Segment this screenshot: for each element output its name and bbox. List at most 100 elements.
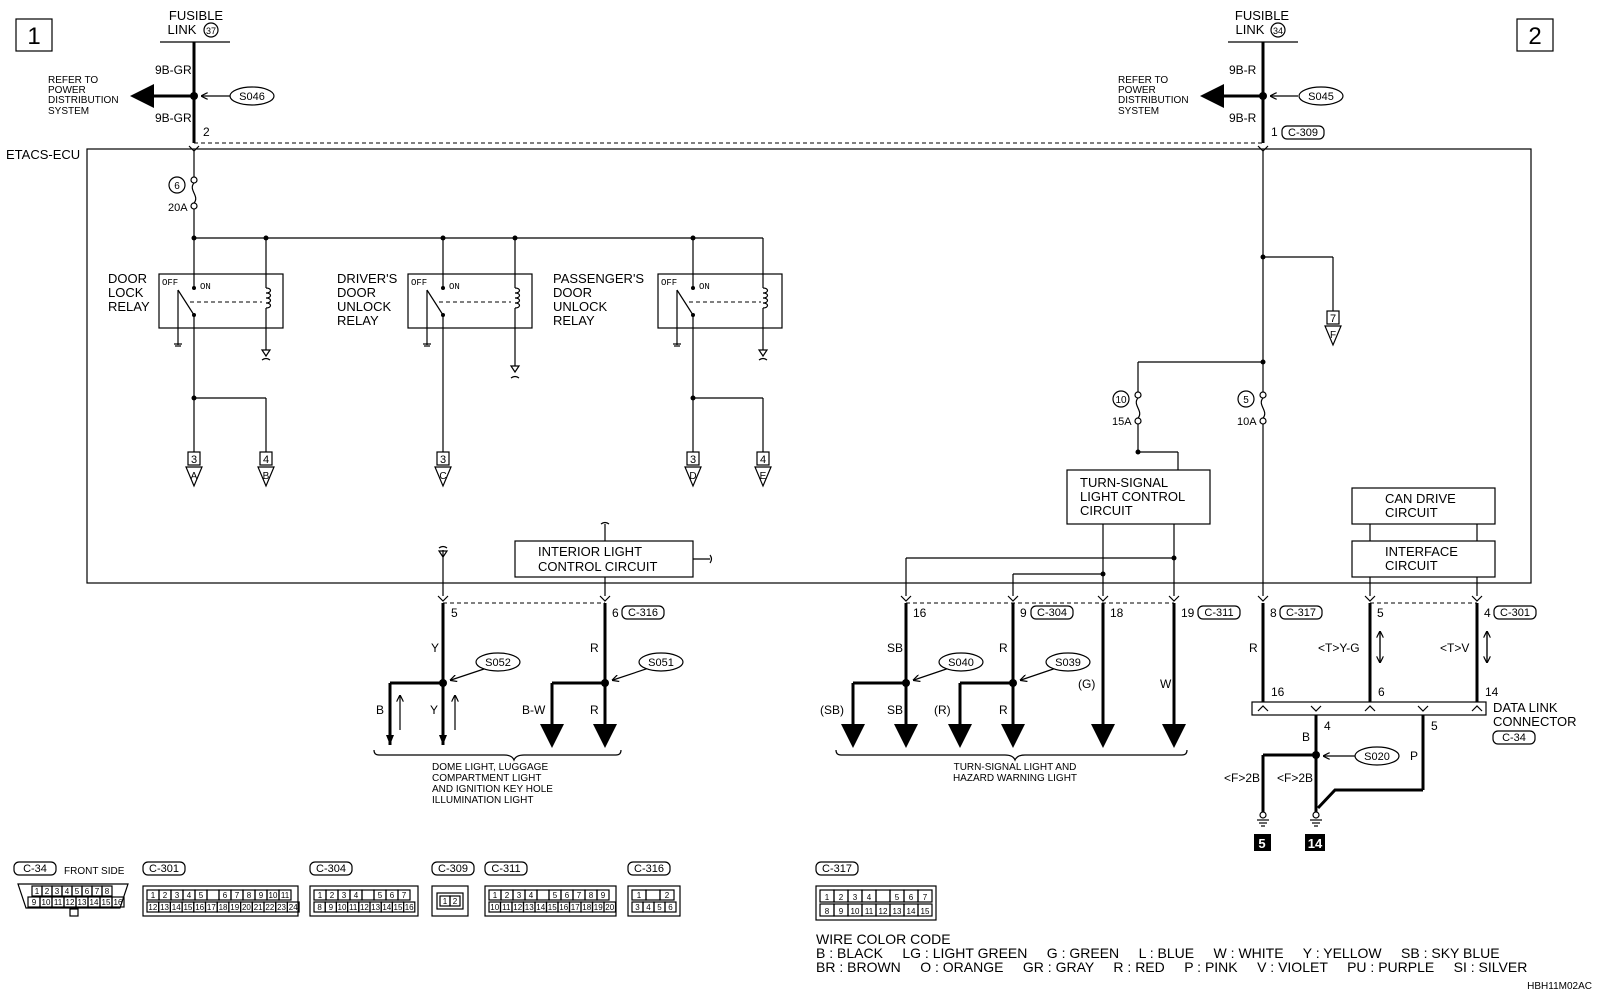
svg-text:A: A [191, 471, 198, 482]
svg-text:RELAY: RELAY [108, 299, 150, 314]
svg-text:OFF: OFF [162, 278, 178, 288]
interior-light-control-circuit: INTERIOR LIGHT CONTROL CIRCUIT [514, 540, 694, 578]
connector-pin-number: 9 [329, 903, 334, 912]
connector-pin-cell [596, 889, 610, 901]
svg-text:3: 3 [440, 454, 446, 466]
connector-pin-number: 12 [513, 903, 522, 912]
svg-text:SYSTEM: SYSTEM [48, 106, 89, 117]
offpage-connector-e: 4 E [754, 451, 772, 488]
svg-text:3: 3 [191, 454, 197, 466]
connector-pin-cell [361, 889, 375, 901]
connector-pin-cell [286, 901, 300, 913]
svg-text:F: F [1330, 330, 1336, 341]
svg-text:ON: ON [449, 282, 460, 292]
splice-s020 [1354, 746, 1400, 766]
connector-pin-number: 23 [277, 903, 286, 912]
svg-text:4: 4 [760, 454, 766, 466]
svg-text:CIRCUIT: CIRCUIT [1385, 505, 1438, 520]
svg-text:DOOR: DOOR [337, 285, 376, 300]
svg-text:E: E [760, 471, 767, 482]
svg-text:CIRCUIT: CIRCUIT [1080, 503, 1133, 518]
connector-pin-number: 7 [235, 891, 240, 900]
splice-s040 [938, 652, 984, 672]
fuse-10: 10 15A [1112, 390, 1142, 452]
svg-text:R: R [1249, 641, 1258, 655]
connector-pin-number: 16 [114, 898, 123, 907]
connector-tag-c316 [621, 605, 665, 620]
svg-text:14: 14 [1308, 836, 1323, 851]
svg-text:ON: ON [699, 282, 710, 292]
svg-text:7: 7 [1330, 313, 1336, 325]
ground-symbol-14: 14 [1305, 811, 1325, 851]
connector-pin-number: 19 [594, 903, 603, 912]
svg-text:6: 6 [1378, 685, 1385, 699]
svg-text:9B-R: 9B-R [1229, 111, 1257, 125]
svg-text:REFER TO: REFER TO [48, 75, 98, 86]
connector-pin-number: 9 [839, 907, 844, 916]
connector-tag-c311 [1197, 605, 1241, 620]
bracket-dome [373, 749, 622, 762]
connector-pin-cell [206, 889, 220, 901]
connector-pin-number: 15 [394, 903, 403, 912]
splice-s046 [229, 86, 275, 106]
svg-text:5: 5 [451, 606, 458, 620]
connector-pin-number: 9 [259, 891, 264, 900]
svg-text:2: 2 [203, 125, 210, 139]
svg-text:LINK: LINK [1236, 22, 1265, 37]
connector-pin-number: 1 [825, 893, 830, 902]
connector-pin-number: 13 [525, 903, 534, 912]
connector-pin-number: 4 [354, 891, 359, 900]
svg-text:DOME LIGHT, LUGGAGE: DOME LIGHT, LUGGAGE [432, 762, 548, 773]
connector-pin-number: 16 [405, 903, 414, 912]
svg-text:C-301: C-301 [1500, 607, 1530, 619]
connector-pin-number: 12 [148, 903, 157, 912]
turn-signal-control-circuit: TURN-SIGNAL LIGHT CONTROL CIRCUIT [1066, 469, 1211, 525]
svg-text:9B-GR: 9B-GR [155, 63, 192, 77]
connector-pin-number: 8 [247, 891, 252, 900]
connector-pin-number: 12 [879, 907, 888, 916]
splice-s051 [638, 652, 684, 672]
svg-text:18: 18 [1110, 606, 1124, 620]
connector-pin-number: 17 [207, 903, 216, 912]
splice-s039 [1045, 652, 1091, 672]
connector-pin-number: 2 [453, 897, 458, 906]
svg-text:R: R [999, 641, 1008, 655]
connector-pin-number: 10 [42, 898, 51, 907]
offpage-connector-c: 3 C [434, 451, 452, 488]
svg-text:DISTRIBUTION: DISTRIBUTION [48, 95, 119, 106]
svg-text:ILLUMINATION LIGHT: ILLUMINATION LIGHT [432, 795, 534, 806]
ecu-label: ETACS-ECU [6, 147, 80, 162]
svg-text:Y: Y [430, 703, 438, 717]
svg-text:9: 9 [1020, 606, 1027, 620]
connector-pin-number: 15 [548, 903, 557, 912]
connector-pin-number: 11 [54, 898, 63, 907]
connector-pin-number: 22 [265, 903, 274, 912]
svg-text:C-317: C-317 [822, 863, 852, 875]
svg-text:UNLOCK: UNLOCK [553, 299, 608, 314]
connector-pin-number: 21 [254, 903, 263, 912]
connector-pin-number: 3 [635, 903, 640, 912]
svg-text:C-301: C-301 [149, 863, 179, 875]
svg-text:LINK: LINK [168, 22, 197, 37]
connector-pin-number: 7 [402, 891, 407, 900]
svg-text:14: 14 [1485, 685, 1499, 699]
svg-text:POWER: POWER [48, 85, 86, 96]
fuse-6: 6 20A [168, 151, 198, 238]
svg-text:B : BLACK LG : LIGHT GREEN: B : BLACK LG : LIGHT GREEN G : GREEN L :… [816, 945, 1500, 961]
svg-text:15A: 15A [1112, 416, 1132, 428]
bracket-turn [835, 749, 1188, 762]
svg-text:2: 2 [1528, 23, 1541, 50]
connector-pin-cell [664, 901, 677, 913]
svg-text:CONNECTOR: CONNECTOR [1493, 714, 1577, 729]
svg-text:19: 19 [1181, 606, 1195, 620]
connector-pin-number: 18 [219, 903, 228, 912]
svg-text:DOOR: DOOR [553, 285, 592, 300]
connector-pin-number: 2 [839, 893, 844, 902]
ground-symbol-5: 5 [1254, 811, 1271, 851]
svg-text:POWER: POWER [1118, 85, 1156, 96]
svg-text:20A: 20A [168, 202, 188, 214]
